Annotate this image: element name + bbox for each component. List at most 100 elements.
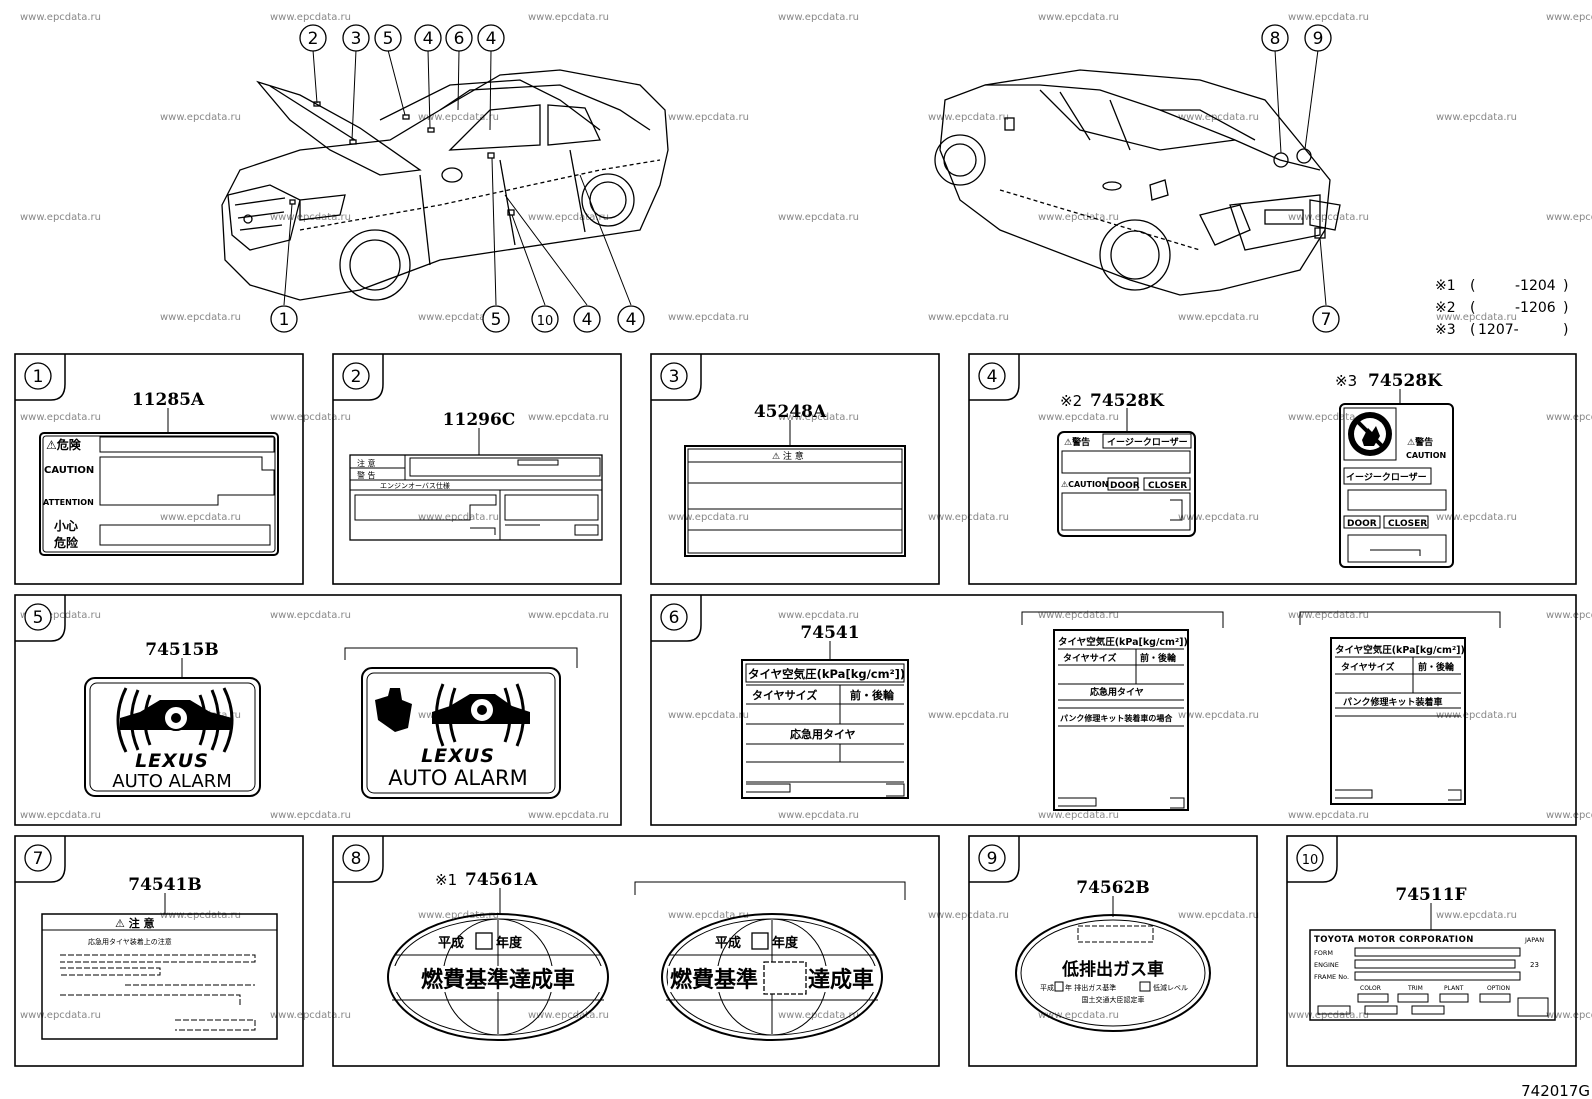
panel-1-label: 11285A ⚠危険 CAUTION ATTENTION 小心 危险 [39, 390, 279, 556]
callout-circle [342, 362, 370, 390]
watermarks: www.epcdata.ru www.epcdata.ru www.epcdata.… [20, 12, 1592, 1021]
diagram-code: 742017G [1521, 1082, 1590, 1099]
panel-number: 10 [1296, 844, 1324, 872]
tire-pressure-b: タイヤ空気圧(kPa[kg/cm²]) [1058, 636, 1188, 648]
callout-front-top: 6 [445, 24, 473, 52]
watermark-text: www.epcdata.ru [20, 12, 101, 23]
watermark-text: www.epcdata.ru [418, 112, 499, 123]
part-number-74515B: 74515B [145, 640, 219, 660]
callout-rear-bottom: 7 [1312, 305, 1340, 333]
callout-number: 4 [987, 367, 998, 387]
trim-col: TRIM [1407, 985, 1423, 992]
note-range: 1207- [1478, 322, 1519, 338]
maker-name: TOYOTA MOTOR CORPORATION [1314, 935, 1474, 945]
auto-alarm-a: AUTO ALARM [112, 771, 231, 792]
callout-circle [342, 844, 370, 872]
watermark-text: www.epcdata.ru [1288, 212, 1369, 223]
watermark-text: www.epcdata.ru [1038, 12, 1119, 23]
callout-circle [445, 24, 473, 52]
callout-circle [482, 305, 510, 333]
watermark-text: www.epcdata.ru [668, 710, 749, 721]
watermark-text: www.epcdata.ru [778, 1010, 859, 1021]
auto-alarm-b: AUTO ALARM [388, 766, 527, 790]
watermark-text: www.epcdata.ru [160, 512, 241, 523]
callout-circle [978, 362, 1006, 390]
part-number-74511F: 74511F [1395, 885, 1466, 905]
watermark-text: www.epcdata.ru [270, 412, 351, 423]
door-b: DOOR [1347, 519, 1377, 529]
callout-number: 5 [491, 310, 502, 330]
front-car-illustration [221, 69, 669, 301]
callout-number: 3 [351, 29, 362, 49]
panel-number-tab: 6 [651, 595, 702, 642]
watermark-text: www.epcdata.ru [418, 312, 499, 323]
watermark-text: www.epcdata.ru [1178, 312, 1259, 323]
panel-number: 6 [660, 603, 688, 631]
spare-tire-b: 応急用タイヤ [1090, 686, 1144, 698]
heisei-a: 平成 [438, 935, 464, 951]
spare-caution-7: 応急用タイヤ装着上の注意 [88, 937, 172, 946]
panel-6-label: 74541 タイヤ空気圧(kPa[kg/cm²]) タイヤサイズ 前・後輪 応急… [741, 611, 1501, 811]
watermark-text: www.epcdata.ru [668, 312, 749, 323]
callout-number: 6 [454, 29, 465, 49]
watermark-text: www.epcdata.ru [270, 212, 351, 223]
keikoku-a: ⚠警告 [1064, 436, 1090, 448]
panel-3-label: 45248A ⚠ 注 意 [684, 402, 906, 557]
panel-4-label: ※2 74528K ⚠警告 イージークローザー ⚠CAUTION DOOR CL… [1057, 371, 1454, 568]
panel-number: 5 [24, 603, 52, 631]
panel-7-label: 74541B ⚠ 注 意 応急用タイヤ装着上の注意 [41, 875, 278, 1040]
callout-front-top: 5 [374, 24, 402, 52]
fuel-sticker-a: 平成 年度 燃費基準達成車 [387, 913, 609, 1041]
watermark-text: www.epcdata.ru [1288, 810, 1369, 821]
watermark-text: www.epcdata.ru [928, 312, 1009, 323]
watermark-text: www.epcdata.ru [1038, 212, 1119, 223]
callout-number: 5 [33, 608, 44, 628]
watermark-text: www.epcdata.ru [270, 12, 351, 23]
panel-number-tab: 2 [333, 354, 384, 401]
caution-a: ⚠CAUTION [1061, 480, 1108, 489]
callout-number: 8 [351, 849, 362, 869]
watermark-text: www.epcdata.ru [20, 810, 101, 821]
callout-number: 4 [582, 310, 593, 330]
callout-circle [573, 305, 601, 333]
watermark-text: www.epcdata.ru [778, 212, 859, 223]
tire-label-a: タイヤ空気圧(kPa[kg/cm²]) タイヤサイズ 前・後輪 応急用タイヤ [741, 659, 909, 799]
watermark-text: www.epcdata.ru [1038, 610, 1119, 621]
tire-size-b: タイヤサイズ [1063, 652, 1116, 664]
panel-number: 7 [24, 844, 52, 872]
callout-number: 2 [351, 367, 362, 387]
front-rear-a: 前・後輪 [850, 688, 895, 702]
callout-circle [299, 24, 327, 52]
xiaoxin-text: 小心 [54, 518, 78, 533]
callout-circle [660, 362, 688, 390]
panel-8-label: ※1 74561A 平成 年度 燃費基準達成車 平成 年度 燃費基準 達成車 [387, 870, 906, 1041]
watermark-text: www.epcdata.ru [778, 412, 859, 423]
front-leader-lines [283, 49, 632, 306]
ministry-cert-text: 国土交通大臣認定車 [1082, 995, 1145, 1004]
callout-rear-top: 9 [1304, 24, 1332, 52]
easy-closer-a: イージークローザー [1107, 437, 1188, 448]
callout-circle [374, 24, 402, 52]
watermark-text: www.epcdata.ru [418, 512, 499, 523]
warn-danger-text: ⚠危険 [46, 437, 82, 452]
rear-leader-lines [1274, 49, 1327, 306]
callout-number: 5 [383, 29, 394, 49]
callout-front-bottom: 1 [270, 305, 298, 333]
panel-frames [14, 353, 1577, 1067]
callout-circle [978, 844, 1006, 872]
callout-circle [24, 362, 52, 390]
weixian-text: 危险 [53, 535, 79, 550]
callout-front-top: 2 [299, 24, 327, 52]
nendo-a: 年度 [496, 935, 523, 951]
watermark-text: www.epcdata.ru [1546, 610, 1592, 621]
watermark-text: www.epcdata.ru [1436, 910, 1517, 921]
color-col: COLOR [1360, 985, 1381, 992]
caution-jp-7: ⚠ 注 意 [115, 916, 155, 930]
watermark-text: www.epcdata.ru [528, 212, 609, 223]
watermark-text: www.epcdata.ru [528, 12, 609, 23]
alarm-sticker-a: LEXUS AUTO ALARM [84, 677, 261, 797]
watermark-text: www.epcdata.ru [1038, 1010, 1119, 1021]
tire-size-c: タイヤサイズ [1341, 661, 1394, 673]
